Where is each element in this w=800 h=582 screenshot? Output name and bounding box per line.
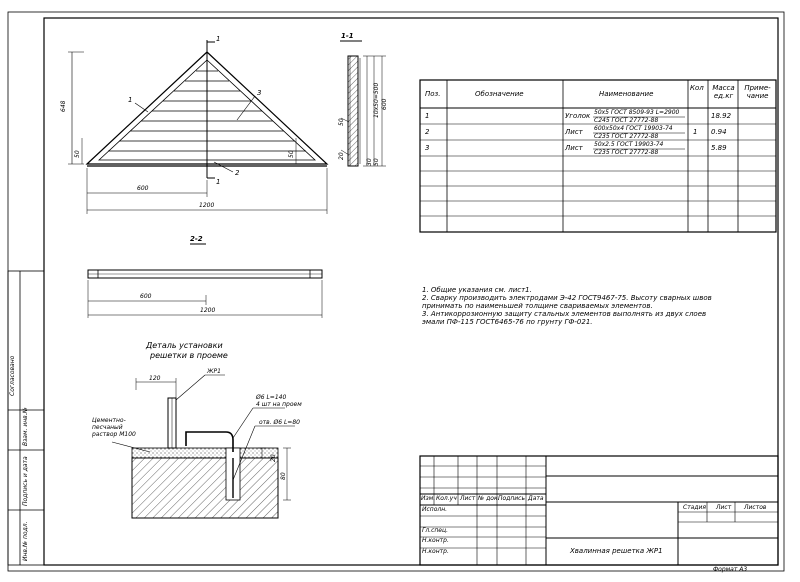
detail-rod-note-2: 4 шт на проем [256, 401, 302, 408]
dim-1200-section: 1200 [200, 307, 215, 314]
note-3: 3. Антикоррозионную защиту стальных элем… [422, 310, 707, 318]
title-block [419, 455, 779, 566]
dim-half: 600 [137, 185, 149, 192]
spec-row-2-name2: С235 ГОСТ 27772-88 [594, 133, 659, 140]
detail-dim-120: 120 [149, 375, 161, 382]
spec-row-3-pos: 3 [425, 144, 430, 152]
section-2-2-title: 2-2 [190, 235, 203, 243]
section-1-1-title: 1-1 [341, 32, 354, 40]
detail-title-1: Деталь установки [145, 341, 223, 350]
detail-part-mark: ЖР1 [206, 368, 221, 375]
spec-row-3-name2: С235 ГОСТ 27772-88 [594, 149, 659, 156]
detail-dim-20: 20 [270, 454, 277, 462]
spec-header-qty: Кол [690, 84, 704, 92]
spec-row-2-pos: 2 [425, 128, 430, 136]
stamp-vzam-inv: Взам. инв.№ [22, 407, 29, 446]
note-2-cont: принимать по наименьшей толщине сваривае… [422, 302, 653, 310]
spec-row-3-mass: 5.89 [711, 144, 727, 152]
tb-col-list: Лист [460, 495, 476, 502]
dim-600-section: 600 [140, 293, 152, 300]
section-mark-bottom: 1 [216, 178, 220, 186]
tb-stadia: Стадия [683, 504, 707, 511]
tb-listov: Листов [744, 504, 767, 511]
section-2-2 [87, 243, 323, 318]
drawing-labels: 1 1 1 3 2 600 1200 1-1 2-2 600 1200 Дета… [91, 32, 354, 438]
note-3-cont: эмали ПФ-115 ГОСТ6465-76 по грунту ГФ-02… [422, 318, 593, 326]
note-1: 1. Общие указания см. лист1. [422, 286, 532, 294]
sheet-border [7, 11, 785, 572]
detail-mortar-1: Цементно- [92, 417, 126, 424]
stamp-inv-podl: Инв.№ подл. [22, 521, 29, 562]
note-2: 2. Сварку производить электродами Э-42 Г… [422, 294, 712, 302]
sec-dim-f: 20 [338, 152, 345, 160]
sec-dim-c: 30 [366, 158, 373, 166]
tb-nkontr: Н.контр. [422, 537, 449, 544]
tb-col-izm: Изм. [421, 495, 436, 502]
sec-dim-b: 600 [381, 98, 388, 110]
callout-2: 2 [235, 169, 240, 177]
spec-row-1-pos: 1 [425, 112, 430, 120]
spec-row-1-name1: 50х5 ГОСТ 8509-93 L=2900 [594, 109, 680, 116]
spec-row-3-name1: 50х2.5 ГОСТ 19903-74 [594, 141, 664, 148]
dim-side-left: 50 [74, 150, 81, 158]
spec-header-name: Наименование [599, 90, 654, 98]
detail-rod-note-1: Ø6 L=140 [255, 394, 286, 401]
tb-sheet-title: Хвалинная решетка ЖР1 [570, 547, 663, 555]
spec-row-2-mass: 0.94 [711, 128, 727, 136]
spec-row-2-name1: 600х50х4 ГОСТ 19903-74 [594, 125, 673, 132]
tb-col-ndok: № док. [478, 495, 500, 502]
detail-mortar-2: песчаный [92, 424, 123, 431]
spec-row-2-type: Лист [565, 128, 583, 136]
sec-dim-a: 10х50=500 [373, 82, 380, 118]
spec-row-3-type: Лист [565, 144, 583, 152]
tb-nkontr-2: Н.контр. [422, 548, 449, 555]
spec-header-mass: Масса ед.кг [712, 84, 735, 100]
tb-col-data: Дата [528, 495, 544, 502]
spec-row-1-mass: 18.92 [711, 112, 732, 120]
tb-col-kol: Кол.уч [436, 495, 457, 502]
dim-total: 1200 [199, 202, 214, 209]
callout-1: 1 [128, 96, 132, 104]
tb-glspec: Гл.спец. [422, 527, 448, 534]
dim-side-right: 50 [288, 150, 295, 158]
spec-header-designation: Обозначение [475, 90, 524, 98]
tb-format: Формат А3 [713, 566, 748, 573]
detail-dim-80: 80 [280, 472, 287, 480]
spec-row-2-qty: 1 [693, 128, 698, 136]
tb-ispoln: Исполн. [422, 506, 448, 513]
installation-detail [111, 374, 295, 519]
spec-table [419, 79, 777, 233]
tb-col-podp: Подпись [498, 495, 525, 502]
stamp-soglasovano: Согласовано [9, 355, 16, 396]
section-1-1 [340, 40, 386, 167]
sec-dim-e: 50 [338, 118, 345, 126]
tb-list: Лист [716, 504, 732, 511]
spec-row-1-name2: С245 ГОСТ 27772-88 [594, 117, 659, 124]
top-view [68, 40, 329, 214]
detail-title-2: решетки в проеме [149, 351, 228, 360]
detail-hole-note: отв. Ø6 L=80 [259, 419, 300, 426]
side-stamp [7, 270, 45, 566]
callout-3: 3 [257, 89, 261, 97]
spec-header-pos: Поз. [425, 90, 441, 98]
stamp-podp-data: Подпись и дата [22, 456, 29, 506]
section-mark-top: 1 [216, 35, 220, 43]
dim-height: 648 [60, 100, 67, 112]
spec-header-note: Приме-чание [744, 84, 771, 100]
spec-row-1-type: Уголок [565, 112, 591, 120]
sec-dim-d: 50 [373, 158, 380, 166]
detail-mortar-3: раствор М100 [91, 431, 136, 438]
